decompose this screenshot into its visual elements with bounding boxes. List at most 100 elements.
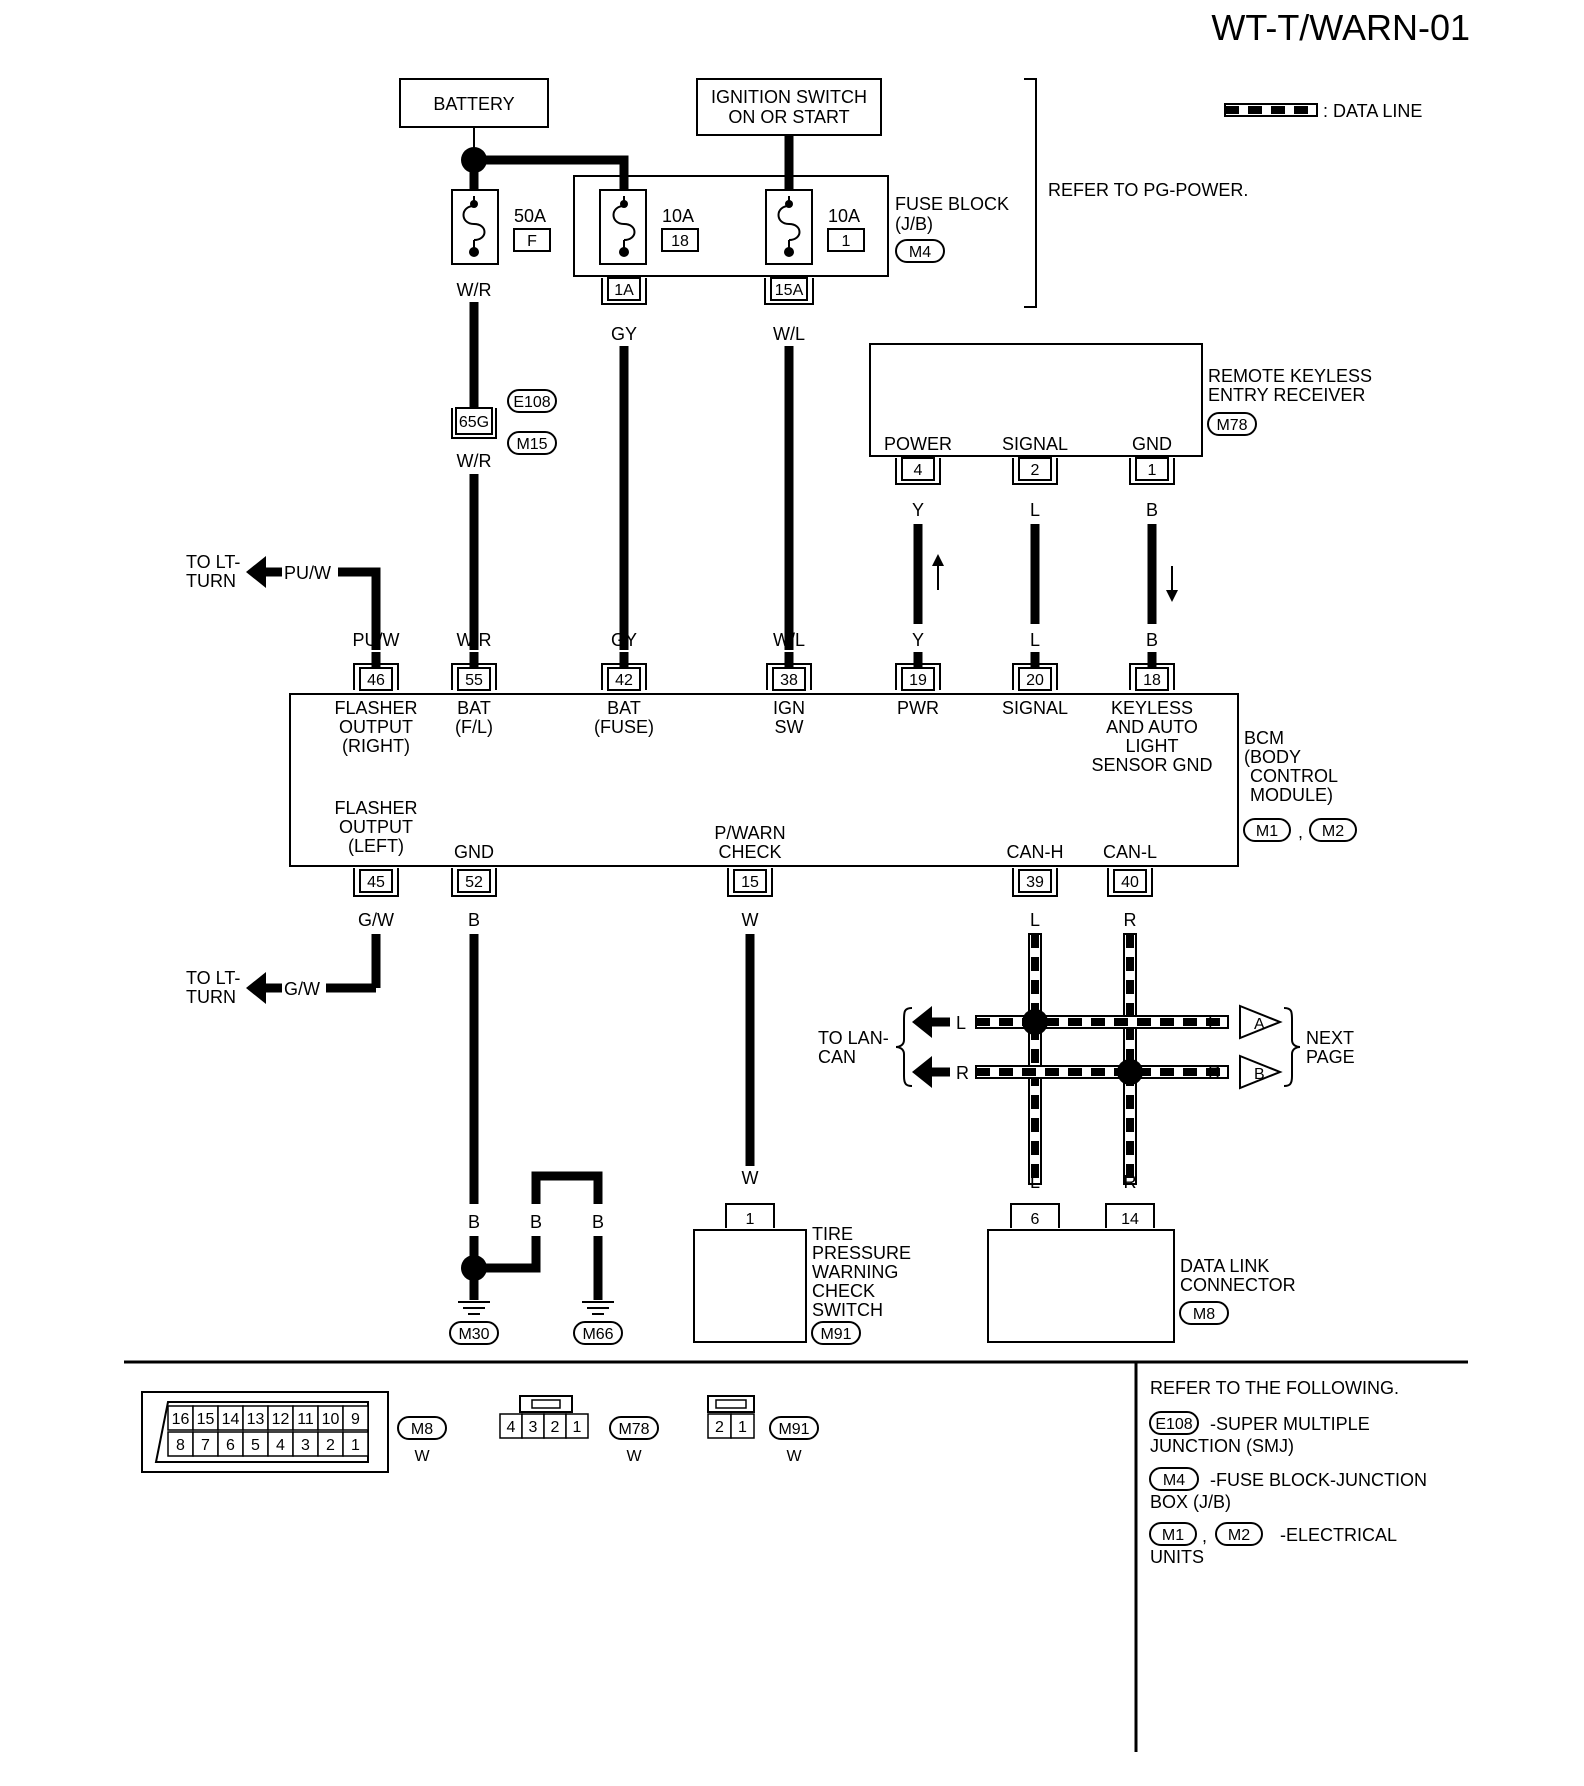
svg-text:46: 46	[367, 672, 385, 689]
svg-text:PAGE: PAGE	[1306, 1047, 1355, 1067]
svg-text:DATA LINK: DATA LINK	[1180, 1256, 1269, 1276]
svg-text:SIGNAL: SIGNAL	[1002, 434, 1068, 454]
wr-wire: 65G W/R	[451, 302, 497, 650]
refer-power: REFER TO PG-POWER.	[1048, 180, 1248, 200]
svg-text:M1: M1	[1162, 1527, 1184, 1544]
svg-text:SIGNAL: SIGNAL	[1002, 698, 1068, 718]
svg-text:ENTRY RECEIVER: ENTRY RECEIVER	[1208, 385, 1365, 405]
svg-text:10A: 10A	[828, 206, 860, 226]
svg-text:E108: E108	[1155, 1416, 1192, 1433]
svg-text:WARNING: WARNING	[812, 1262, 898, 1282]
svg-text:CONTROL: CONTROL	[1250, 766, 1338, 786]
svg-text:(F/L): (F/L)	[455, 717, 493, 737]
svg-text:REMOTE KEYLESS: REMOTE KEYLESS	[1208, 366, 1372, 386]
svg-text:W: W	[786, 1448, 802, 1465]
svg-text:FLASHER: FLASHER	[334, 698, 417, 718]
data-link-connector: 6 14 DATA LINK CONNECTOR M8	[987, 1203, 1296, 1343]
svg-text:ON OR START: ON OR START	[728, 107, 849, 127]
svg-text:18: 18	[671, 233, 689, 250]
svg-text:TO LT-: TO LT-	[186, 968, 240, 988]
svg-text:M15: M15	[516, 436, 547, 453]
ground-point-m66: M66	[573, 1321, 623, 1345]
pin-cell	[267, 1405, 294, 1431]
svg-text:W: W	[414, 1448, 430, 1465]
svg-text:CHECK: CHECK	[812, 1281, 875, 1301]
svg-text:GND: GND	[454, 842, 494, 862]
svg-text:R: R	[1208, 1063, 1221, 1083]
svg-text:BCM: BCM	[1244, 728, 1284, 748]
bcm-bottom-pins: FLASHER OUTPUT (LEFT) GND P/WARN CHECK C…	[334, 798, 1157, 930]
svg-text:15A: 15A	[775, 282, 804, 299]
svg-text:L: L	[1030, 630, 1040, 650]
svg-text:4: 4	[914, 462, 923, 479]
receiver-pins: 4 2 1	[895, 457, 1175, 485]
svg-text:M66: M66	[582, 1326, 613, 1343]
svg-text:B: B	[1146, 630, 1158, 650]
pin-number: 2	[715, 1419, 724, 1436]
svg-text:(LEFT): (LEFT)	[348, 836, 404, 856]
svg-text:FUSE BLOCK: FUSE BLOCK	[895, 194, 1009, 214]
pin-number: 12	[272, 1411, 290, 1428]
joint-connector-tags: E108 M15	[507, 389, 557, 455]
pin-number: 3	[529, 1419, 538, 1436]
svg-text:Y: Y	[912, 500, 924, 520]
pin-number: 6	[226, 1437, 235, 1454]
svg-text:1: 1	[1148, 462, 1157, 479]
terminal-1a: 1A	[601, 277, 647, 305]
fuse-50a: 50A F	[451, 189, 551, 265]
pin-number: 3	[301, 1437, 310, 1454]
svg-text:IGNITION SWITCH: IGNITION SWITCH	[711, 87, 867, 107]
svg-text:SW: SW	[775, 717, 804, 737]
svg-text:15: 15	[741, 874, 759, 891]
svg-text:FLASHER: FLASHER	[334, 798, 417, 818]
svg-text:19: 19	[909, 672, 927, 689]
svg-text:UNITS: UNITS	[1150, 1547, 1204, 1567]
receiver-wires: Y L B	[912, 500, 1178, 624]
svg-text:PU/W: PU/W	[284, 563, 331, 583]
tpw-check-switch: W 1 TIRE PRESSURE WARNING CHECK SWITCH M…	[693, 934, 911, 1345]
svg-text:,: ,	[1298, 822, 1303, 842]
svg-text:M91: M91	[778, 1421, 809, 1438]
ignition-switch-box: IGNITION SWITCH ON OR START	[696, 78, 882, 136]
svg-text:40: 40	[1121, 874, 1139, 891]
svg-text:50A: 50A	[514, 206, 546, 226]
page-id: WT-T/WARN-01	[1211, 7, 1470, 48]
pin-number: 11	[297, 1411, 314, 1428]
svg-text:A: A	[1254, 1016, 1265, 1033]
svg-text:(BODY: (BODY	[1244, 747, 1301, 767]
svg-text:OUTPUT: OUTPUT	[339, 717, 413, 737]
svg-text:TO LT-: TO LT-	[186, 552, 240, 572]
pin-number: 1	[573, 1419, 582, 1436]
pin-number: 10	[322, 1411, 340, 1428]
svg-text:42: 42	[615, 672, 633, 689]
joint-terminal: 65G	[459, 414, 489, 431]
data-line-legend: : DATA LINE	[1224, 101, 1422, 121]
svg-text:IGN: IGN	[773, 698, 805, 718]
svg-text:M2: M2	[1322, 823, 1344, 840]
svg-text:MODULE): MODULE)	[1250, 785, 1333, 805]
svg-text:TO LAN-: TO LAN-	[818, 1028, 889, 1048]
svg-text:M78: M78	[618, 1421, 649, 1438]
refer-title: REFER TO THE FOLLOWING.	[1150, 1378, 1399, 1398]
svg-text:CAN-H: CAN-H	[1007, 842, 1064, 862]
pin-number: 13	[247, 1411, 265, 1428]
pin-number: 14	[222, 1411, 240, 1428]
svg-text:W: W	[626, 1448, 642, 1465]
pin-number: 2	[326, 1437, 335, 1454]
pin-number: 1	[351, 1437, 360, 1454]
svg-text:39: 39	[1026, 874, 1044, 891]
svg-text:PU/W: PU/W	[353, 630, 400, 650]
pin-number: 5	[251, 1437, 260, 1454]
svg-text:6: 6	[1031, 1211, 1040, 1228]
battery-wiring	[461, 127, 794, 190]
svg-text:W: W	[742, 1168, 759, 1188]
pin-number: 1	[738, 1419, 747, 1436]
svg-text:B: B	[1146, 500, 1158, 520]
svg-text:TURN: TURN	[186, 571, 236, 591]
svg-text:JUNCTION (SMJ): JUNCTION (SMJ)	[1150, 1436, 1294, 1456]
svg-text:M30: M30	[458, 1326, 489, 1343]
svg-text:L: L	[1030, 1172, 1040, 1192]
refer-following: REFER TO THE FOLLOWING. E108 -SUPER MULT…	[1149, 1378, 1427, 1567]
